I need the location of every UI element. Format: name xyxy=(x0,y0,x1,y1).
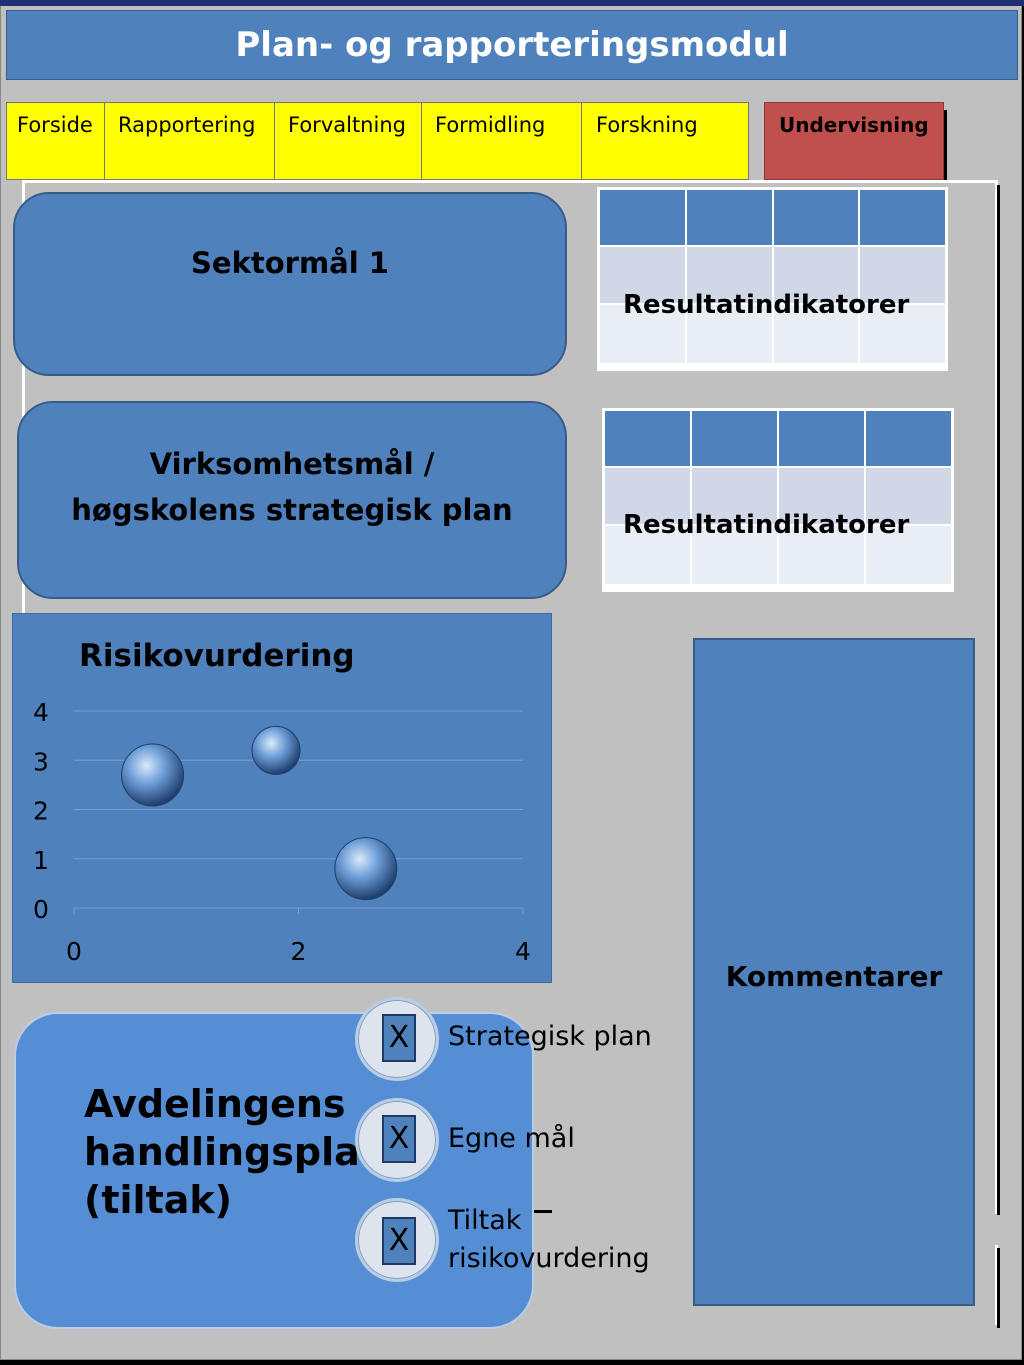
risk-bubble xyxy=(121,743,185,807)
tab-undervisning[interactable]: Undervisning xyxy=(764,102,944,180)
tab-label: Forvaltning xyxy=(288,113,406,137)
action-plan-box[interactable] xyxy=(14,1012,534,1329)
x-tick-label: 2 xyxy=(291,937,307,966)
option-own-goals-label: Egne mål xyxy=(448,1123,575,1154)
tab-label: Forside xyxy=(17,113,93,137)
frame-lower-line xyxy=(995,1245,998,1325)
checkbox-strategic-plan[interactable]: X xyxy=(355,997,439,1081)
sector-goal-label: Sektormål 1 xyxy=(191,246,389,280)
checkbox-mark: X xyxy=(382,1014,416,1062)
connector-mark xyxy=(534,1210,552,1213)
sector-goal-box[interactable]: Sektormål 1 xyxy=(13,192,567,376)
option-strategic-plan-label: Strategisk plan xyxy=(448,1021,652,1052)
risk-chart: Risikovurdering 0 1 2 3 4 0 2 4 xyxy=(12,613,552,983)
checkbox-mark: X xyxy=(382,1115,416,1163)
y-tick-label: 1 xyxy=(33,846,49,875)
y-tick-label: 4 xyxy=(33,698,49,727)
option-risk-measures-line1: Tiltak xyxy=(448,1205,522,1236)
indicator-label-bottom: Resultatindikatorer xyxy=(623,510,910,540)
frame-lower-shadow xyxy=(997,1248,1000,1328)
risk-bubble xyxy=(334,837,398,901)
frame-right-line xyxy=(995,180,998,1214)
x-tick-label: 0 xyxy=(66,937,82,966)
indicator-label-top: Resultatindikatorer xyxy=(623,290,910,320)
tab-forskning[interactable]: Forskning xyxy=(581,102,749,180)
y-tick-label: 3 xyxy=(33,747,49,776)
tab-formidling[interactable]: Formidling xyxy=(421,102,583,180)
action-plan-title-line1: Avdelingens xyxy=(84,1082,346,1126)
risk-bubble xyxy=(251,725,301,775)
frame-top-line xyxy=(22,180,998,183)
frame-left-line xyxy=(22,180,25,620)
comments-label: Kommentarer xyxy=(725,960,943,993)
tab-forvaltning[interactable]: Forvaltning xyxy=(274,102,422,180)
checkbox-own-goals[interactable]: X xyxy=(355,1098,439,1182)
tab-label: Rapportering xyxy=(118,113,256,137)
business-goal-line2: høgskolens strategisk plan xyxy=(71,493,513,527)
checkbox-mark: X xyxy=(382,1217,416,1265)
tab-forside[interactable]: Forside xyxy=(6,102,105,180)
indicator-table-bottom[interactable] xyxy=(602,408,954,592)
action-plan-title-line3: (tiltak) xyxy=(84,1178,233,1222)
header-rule xyxy=(0,0,1024,6)
option-risk-measures-line2: risikovurdering xyxy=(448,1243,650,1274)
action-plan-title-line2: handlingsplan xyxy=(84,1130,387,1174)
business-goal-box[interactable]: Virksomhetsmål / høgskolens strategisk p… xyxy=(17,401,567,599)
option-risk-measures-label: Tiltak risikovurdering xyxy=(448,1202,650,1278)
chart-title: Risikovurdering xyxy=(79,638,355,674)
y-tick-label: 0 xyxy=(33,895,49,924)
tab-rapportering[interactable]: Rapportering xyxy=(104,102,276,180)
checkbox-risk-measures[interactable]: X xyxy=(355,1198,439,1282)
tab-label: Undervisning xyxy=(779,113,929,137)
risk-chart-svg: Risikovurdering 0 1 2 3 4 0 2 4 xyxy=(33,638,531,966)
comments-box[interactable]: Kommentarer xyxy=(693,638,975,1306)
action-plan-title: Avdelingens handlingsplan (tiltak) xyxy=(84,1080,387,1224)
frame-right-shadow xyxy=(997,185,1000,1215)
x-tick-label: 4 xyxy=(515,937,531,966)
tab-label: Forskning xyxy=(596,113,698,137)
business-goal-line1: Virksomhetsmål / xyxy=(149,447,435,481)
tab-shadow xyxy=(944,110,947,180)
tab-label: Formidling xyxy=(435,113,546,137)
y-tick-label: 2 xyxy=(33,797,49,826)
indicator-table-top[interactable] xyxy=(597,187,948,371)
page-title: Plan- og rapporteringsmodul xyxy=(6,10,1018,80)
